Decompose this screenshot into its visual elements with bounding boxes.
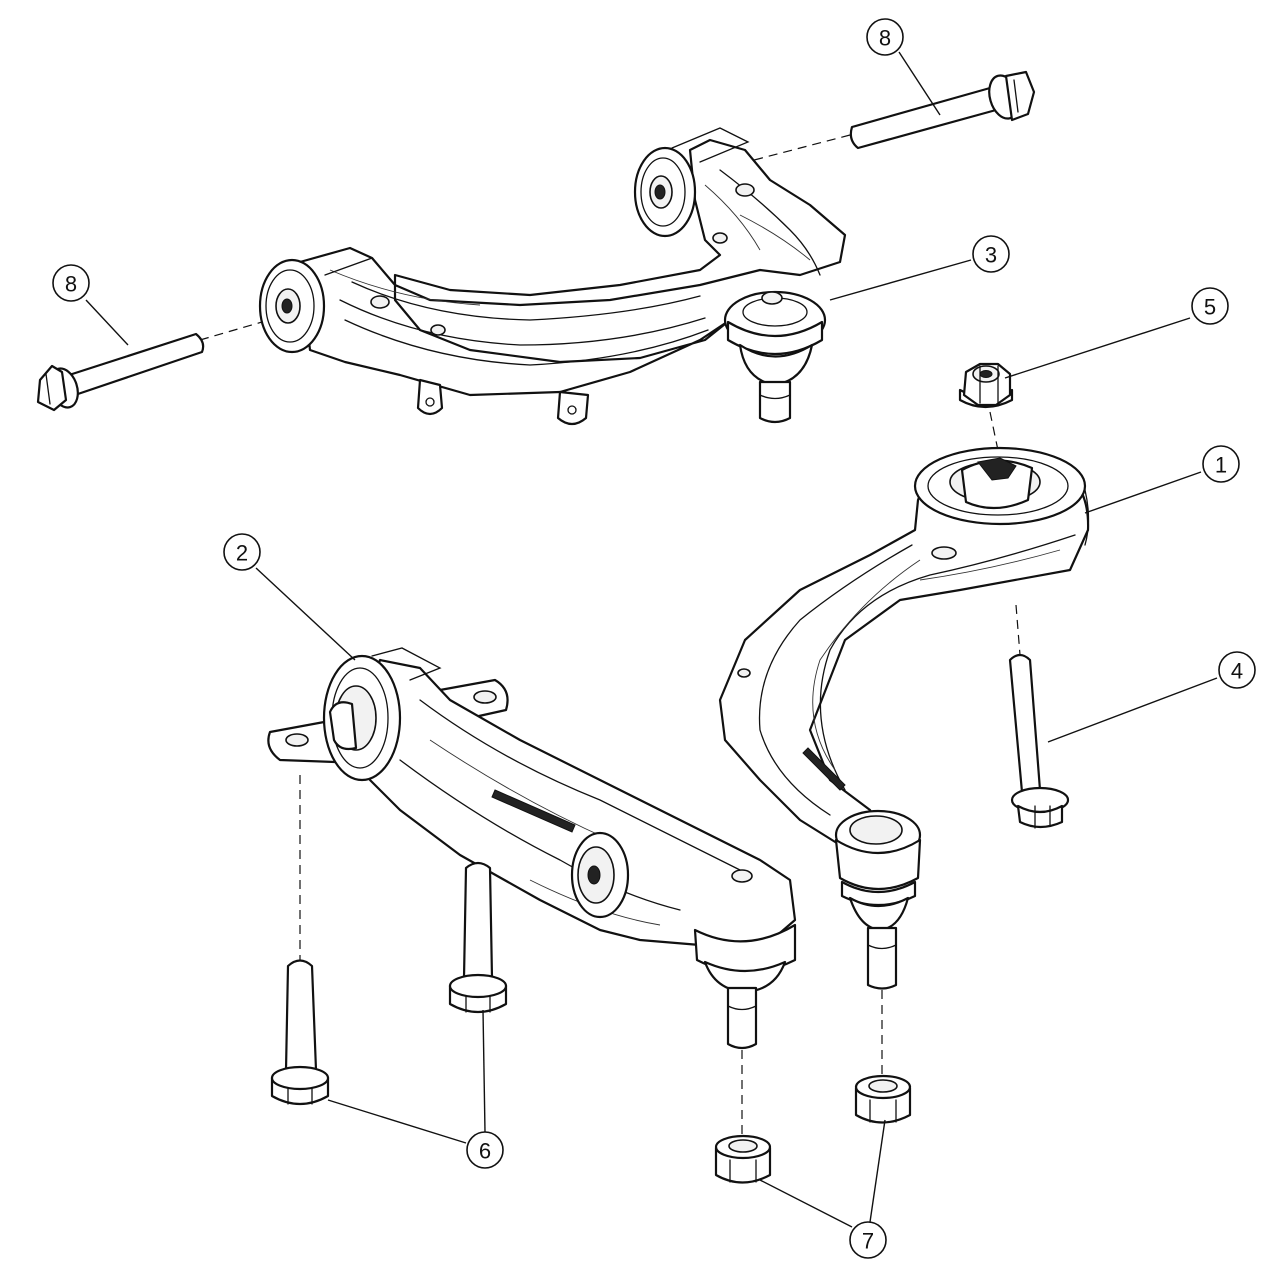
- callout-label: 5: [1204, 295, 1216, 320]
- bolt-8-upper-left: [36, 332, 205, 412]
- upper-arm-tab-right: [556, 390, 590, 426]
- callout-1: 1: [1202, 445, 1240, 483]
- callout-label: 2: [236, 541, 248, 566]
- callout-5: 5: [1191, 287, 1229, 325]
- upper-arm-body: [298, 138, 847, 397]
- callout-4: 4: [1218, 651, 1256, 689]
- upper-arm-left-bushing: [258, 247, 374, 354]
- lower-rear-arm-bushing: [913, 446, 1090, 546]
- lower-rear-arm-ball-joint: [834, 809, 922, 990]
- callout-label: 1: [1215, 453, 1227, 478]
- callout-2: 2: [223, 533, 261, 571]
- callout-label: 8: [879, 26, 891, 51]
- callout-label: 4: [1231, 659, 1243, 684]
- nut-7-right: [854, 1074, 912, 1124]
- lower-front-control-arm: [267, 647, 797, 1050]
- callout-7: 7: [849, 1221, 887, 1259]
- leader-lines: [85, 51, 1218, 1228]
- callout-6: 6: [466, 1131, 504, 1169]
- bolt-6-left: [270, 959, 330, 1106]
- axis-bolt-4: [1015, 604, 1021, 656]
- axis-upper-left-bolt: [199, 321, 263, 341]
- callout-8-left: 8: [52, 264, 90, 302]
- lower-rear-control-arm: [718, 446, 1090, 990]
- part-number-stamp: [802, 747, 846, 791]
- callout-3: 3: [972, 235, 1010, 273]
- callout-label: 6: [479, 1139, 491, 1164]
- callout-label: 7: [862, 1229, 874, 1254]
- upper-arm-right-bushing: [633, 127, 750, 238]
- front-arm-ball-joint: [693, 923, 797, 1050]
- axis-nut-5: [989, 411, 1001, 461]
- nut-5: [958, 362, 1014, 409]
- upper-arm-ball-joint: [723, 290, 827, 424]
- upper-control-arm: [258, 127, 847, 426]
- axis-upper-right-bolt: [734, 134, 851, 166]
- logo-stamp: [491, 789, 576, 833]
- callout-label: 3: [985, 243, 997, 268]
- upper-arm-tab-left: [416, 378, 444, 416]
- callout-8-top-right: 8: [866, 18, 904, 56]
- bolt-6-right: [448, 861, 508, 1014]
- nut-7-left: [714, 1134, 772, 1184]
- callout-label: 8: [65, 272, 77, 297]
- front-arm-front-bushing: [322, 647, 442, 782]
- bolt-8-upper-right: [849, 70, 1036, 150]
- front-arm-rear-bushing: [570, 831, 630, 919]
- bolt-4: [1008, 653, 1070, 829]
